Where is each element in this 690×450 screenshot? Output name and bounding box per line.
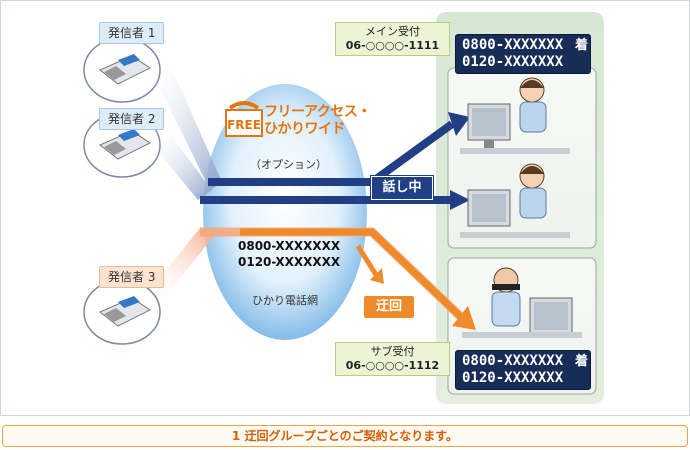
service-name-line1: フリーアクセス・ [264,104,371,120]
free-logo: FREE [224,100,264,142]
main-incoming-mark: 着 [574,38,588,53]
network-number-0120: 0120-XXXXXXX [238,255,341,269]
main-display-0120: 0120-XXXXXXX [462,54,564,70]
sub-display-0120: 0120-XXXXXXX [462,370,564,386]
service-name-line2: ひかりワイド [264,121,345,137]
operator-sub [462,267,582,338]
detour-label: 迂回 [364,296,414,318]
main-reception-number: 06-○○○○-1111 [345,39,440,52]
service-name: フリーアクセス・ ひかりワイド [264,104,371,138]
option-label: （オプション） [250,158,327,171]
main-reception-name: メイン受付 [365,25,420,38]
free-logo-text: FREE [227,118,261,132]
network-number-0800: 0800-XXXXXXX [238,239,341,253]
sub-reception-label: サブ受付 06-○○○○-1112 [335,342,450,376]
caller-2-label: 発信者 2 [99,108,165,130]
sub-incoming-display: 0800-XXXXXXX 0120-XXXXXXX 着 [455,350,591,390]
sub-incoming-mark: 着 [574,354,588,369]
beam-caller1 [150,60,222,190]
sub-reception-name: サブ受付 [370,345,415,358]
main-reception-label: メイン受付 06-○○○○-1111 [335,22,450,56]
sub-reception-number: 06-○○○○-1112 [345,359,440,372]
phone-caller3 [83,279,161,345]
caller-3-label: 発信者 3 [99,266,165,288]
phone-caller1 [83,37,161,103]
caller-1-label: 発信者 1 [99,22,165,44]
beam-caller2 [150,132,212,200]
network-numbers: 0800-XXXXXXX 0120-XXXXXXX [238,238,340,270]
contract-note: 1 迂回グループごとのご契約となります。 [2,425,688,447]
main-incoming-display: 0800-XXXXXXX 0120-XXXXXXX 着 [455,34,591,74]
network-label: ひかり電話網 [252,294,318,307]
beam-caller3 [150,228,215,300]
sub-display-0800: 0800-XXXXXXX [462,353,564,369]
operator-main-2 [460,163,570,238]
network-cloud [203,84,367,340]
busy-label: 話し中 [371,176,433,200]
operator-main-1 [460,77,570,154]
main-display-0800: 0800-XXXXXXX [462,37,564,53]
